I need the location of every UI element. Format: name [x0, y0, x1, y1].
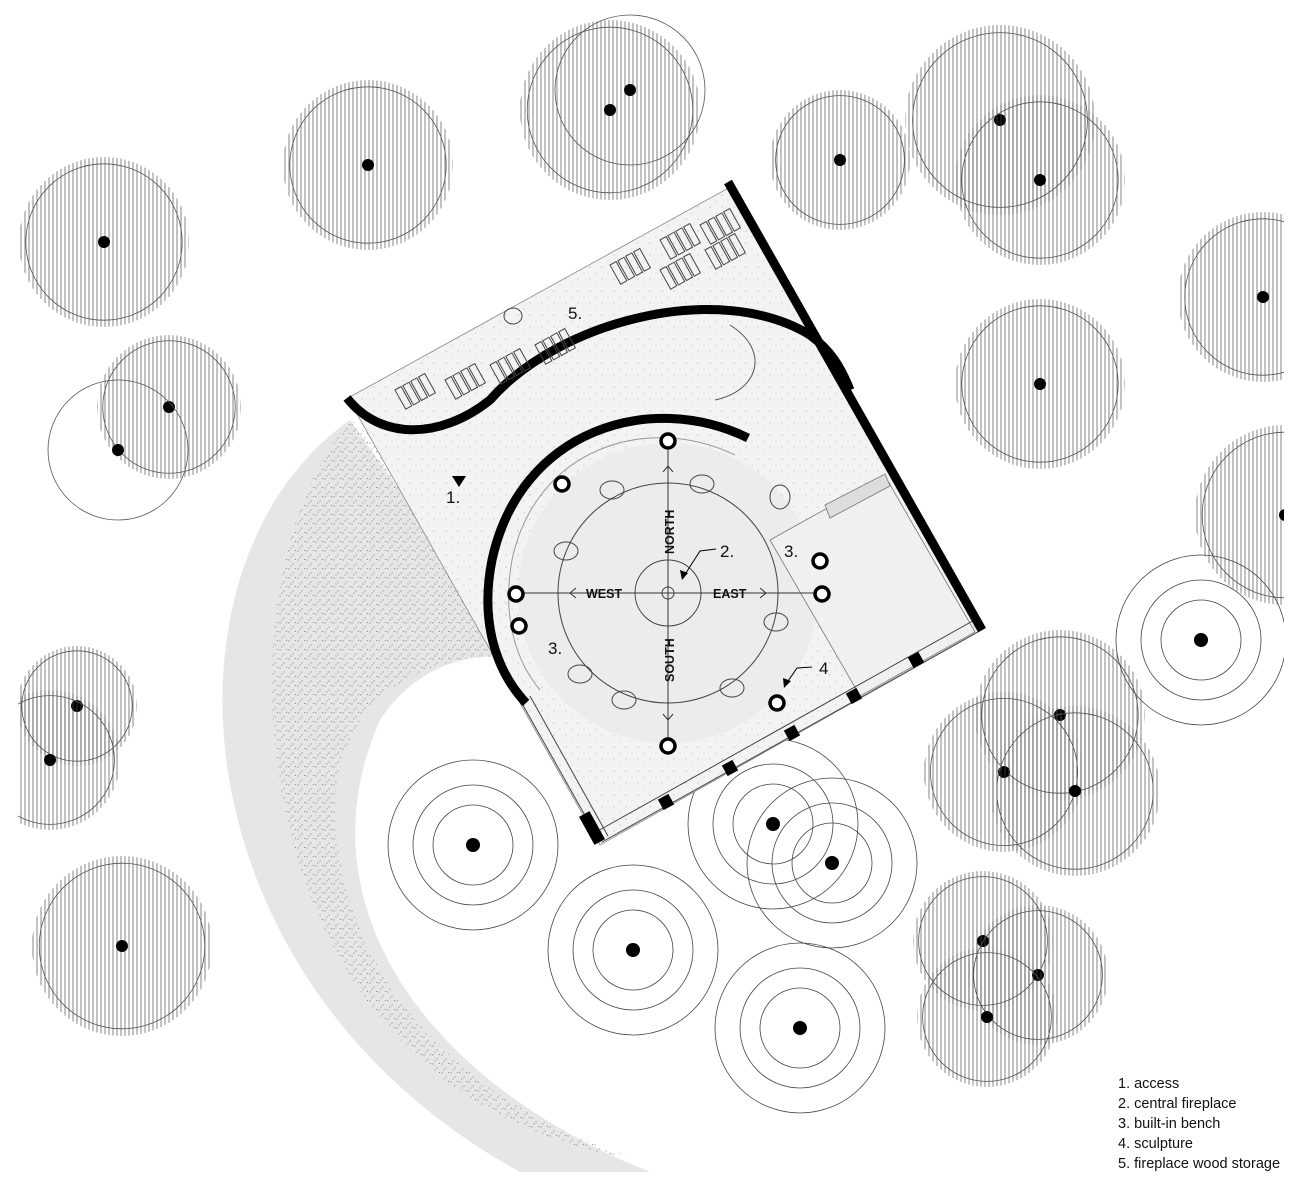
fireplace-leader	[683, 548, 717, 577]
wood-stack	[659, 252, 702, 290]
east-straight-wall	[724, 179, 986, 633]
wood-storage-stacks	[394, 207, 747, 410]
trees	[18, 14, 1284, 1114]
tree	[990, 706, 1160, 876]
tree-ring	[547, 864, 719, 1036]
tree	[283, 80, 453, 250]
label-bench-west: 3.	[548, 639, 562, 658]
label-bench-east: 3.	[784, 542, 798, 561]
wood-stack	[444, 362, 487, 400]
storage-shelf	[824, 473, 891, 519]
tree-ring	[387, 759, 559, 931]
legend-item-sculpture: 4. sculpture	[1118, 1136, 1193, 1152]
tree	[1195, 425, 1284, 605]
wood-stack	[704, 232, 747, 270]
gravel-area	[271, 420, 640, 1160]
label-wood-storage: 5.	[568, 304, 582, 323]
tree	[554, 14, 706, 166]
tree-ring	[714, 942, 886, 1114]
legend-item-wood-storage: 5. fireplace wood storage	[1118, 1156, 1281, 1172]
door-swing	[714, 324, 756, 401]
inner-curved-wall	[483, 414, 750, 707]
columns	[578, 651, 925, 845]
wood-stack	[699, 207, 742, 245]
wood-stack	[394, 372, 437, 410]
tree-ring	[1115, 554, 1284, 726]
south-glazing-inner	[595, 617, 979, 833]
west-glazing-inner	[529, 695, 609, 837]
tree	[1178, 212, 1284, 382]
label-access: 1.	[446, 488, 460, 507]
legend: 1. access 2. central fireplace 3. built-…	[1118, 1074, 1280, 1174]
fireplace-leader-arrow-icon	[680, 570, 688, 580]
wood-stack	[609, 247, 652, 285]
compass-axes	[522, 450, 816, 742]
label-east: EAST	[713, 587, 747, 601]
tree	[955, 95, 1125, 265]
wood-stack	[534, 327, 577, 365]
sculpture-leader	[785, 666, 813, 685]
tree	[770, 90, 910, 230]
tree	[32, 856, 212, 1036]
tree-ring	[746, 777, 918, 949]
tree	[917, 947, 1057, 1087]
label-sculpture: 4	[819, 659, 828, 678]
tree-ring	[687, 738, 859, 910]
label-south: SOUTH	[663, 638, 677, 682]
tree	[19, 157, 189, 327]
wood-stack	[489, 347, 532, 385]
sculpture-leader-arrow-icon	[783, 678, 791, 688]
tree	[47, 379, 189, 521]
tree	[97, 335, 241, 479]
label-west: WEST	[586, 587, 622, 601]
tree	[520, 20, 700, 200]
seated-figures	[503, 307, 791, 710]
access-arrow-icon	[452, 476, 466, 487]
posts	[507, 432, 831, 755]
label-north: NORTH	[663, 510, 677, 554]
tree	[955, 299, 1125, 469]
legend-item-fireplace: 2. central fireplace	[1118, 1096, 1237, 1112]
tree	[18, 690, 120, 830]
legend-item-bench: 3. built-in bench	[1118, 1116, 1221, 1132]
label-fireplace: 2.	[720, 542, 734, 561]
legend-item-access: 1. access	[1118, 1076, 1180, 1092]
wood-stack	[659, 222, 702, 260]
